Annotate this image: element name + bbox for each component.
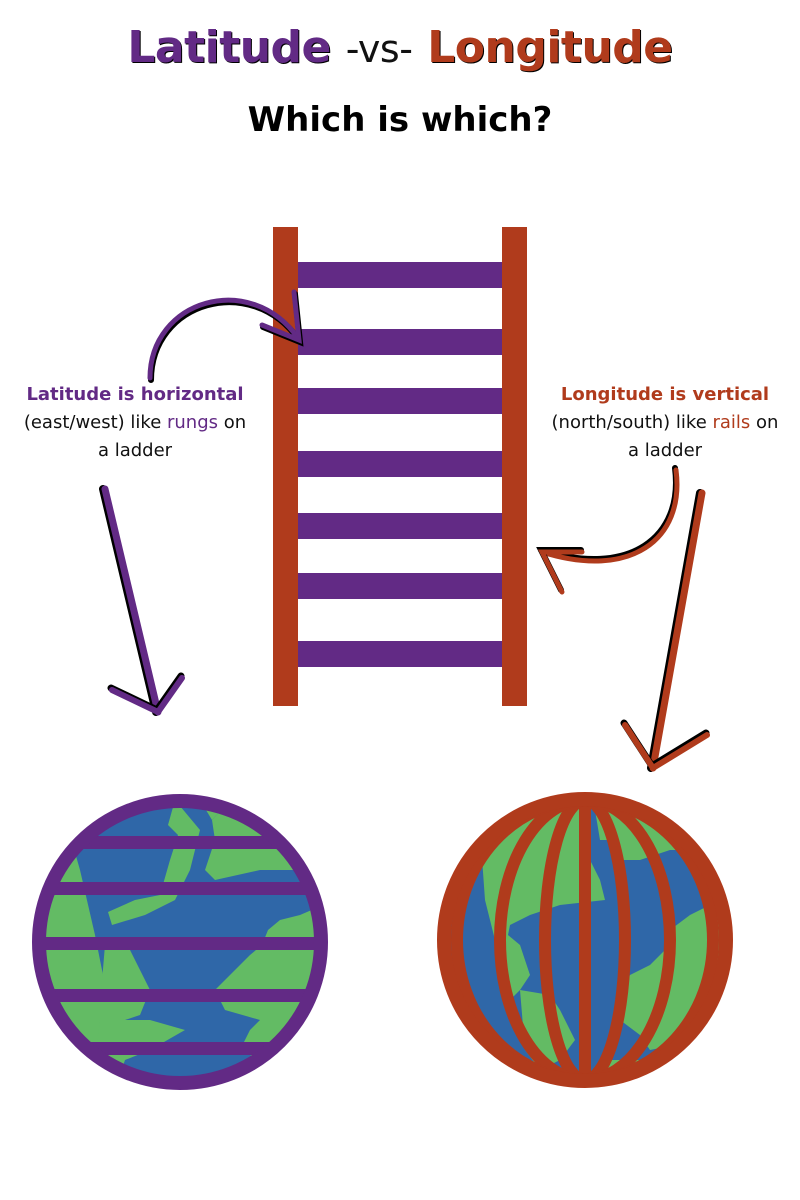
latitude-lines <box>42 836 318 1055</box>
title-longitude: Longitude <box>427 22 673 73</box>
latitude-note-line1: (east/west) like rungs on <box>10 409 260 437</box>
longitude-keyword: rails <box>712 412 751 433</box>
ladder-right-rail <box>502 227 527 706</box>
latitude-note-heading: Latitude is horizontal <box>26 384 244 405</box>
longitude-globe-icon <box>437 792 733 1088</box>
longitude-note-line1: (north/south) like rails on <box>540 409 790 437</box>
longitude-note-text-end: on <box>750 412 779 433</box>
longitude-note: Longitude is vertical (north/south) like… <box>540 381 790 465</box>
title-vs: -vs- <box>345 27 413 71</box>
latitude-note: Latitude is horizontal (east/west) like … <box>10 381 260 465</box>
longitude-note-text: (north/south) like <box>551 412 713 433</box>
title-latitude: Latitude <box>127 22 331 73</box>
ladder-rungs <box>298 262 502 667</box>
down-arrow-longitude-icon <box>620 489 710 772</box>
latitude-note-text-end: on <box>218 412 247 433</box>
curved-arrow-latitude-icon <box>147 289 304 383</box>
latitude-keyword: rungs <box>167 412 219 433</box>
latitude-globe-icon <box>32 794 328 1090</box>
curved-arrow-longitude-icon <box>536 465 680 595</box>
down-arrow-latitude-icon <box>99 485 185 716</box>
longitude-lines <box>451 802 719 1078</box>
latitude-note-line2: a ladder <box>97 440 173 461</box>
subtitle: Which is which? <box>247 100 553 140</box>
page-title: Latitude -vs- Longitude <box>0 22 800 73</box>
longitude-note-heading: Longitude is vertical <box>560 384 770 405</box>
latitude-note-text: (east/west) like <box>23 412 167 433</box>
longitude-note-line2: a ladder <box>627 440 703 461</box>
ladder-icon <box>273 227 527 706</box>
